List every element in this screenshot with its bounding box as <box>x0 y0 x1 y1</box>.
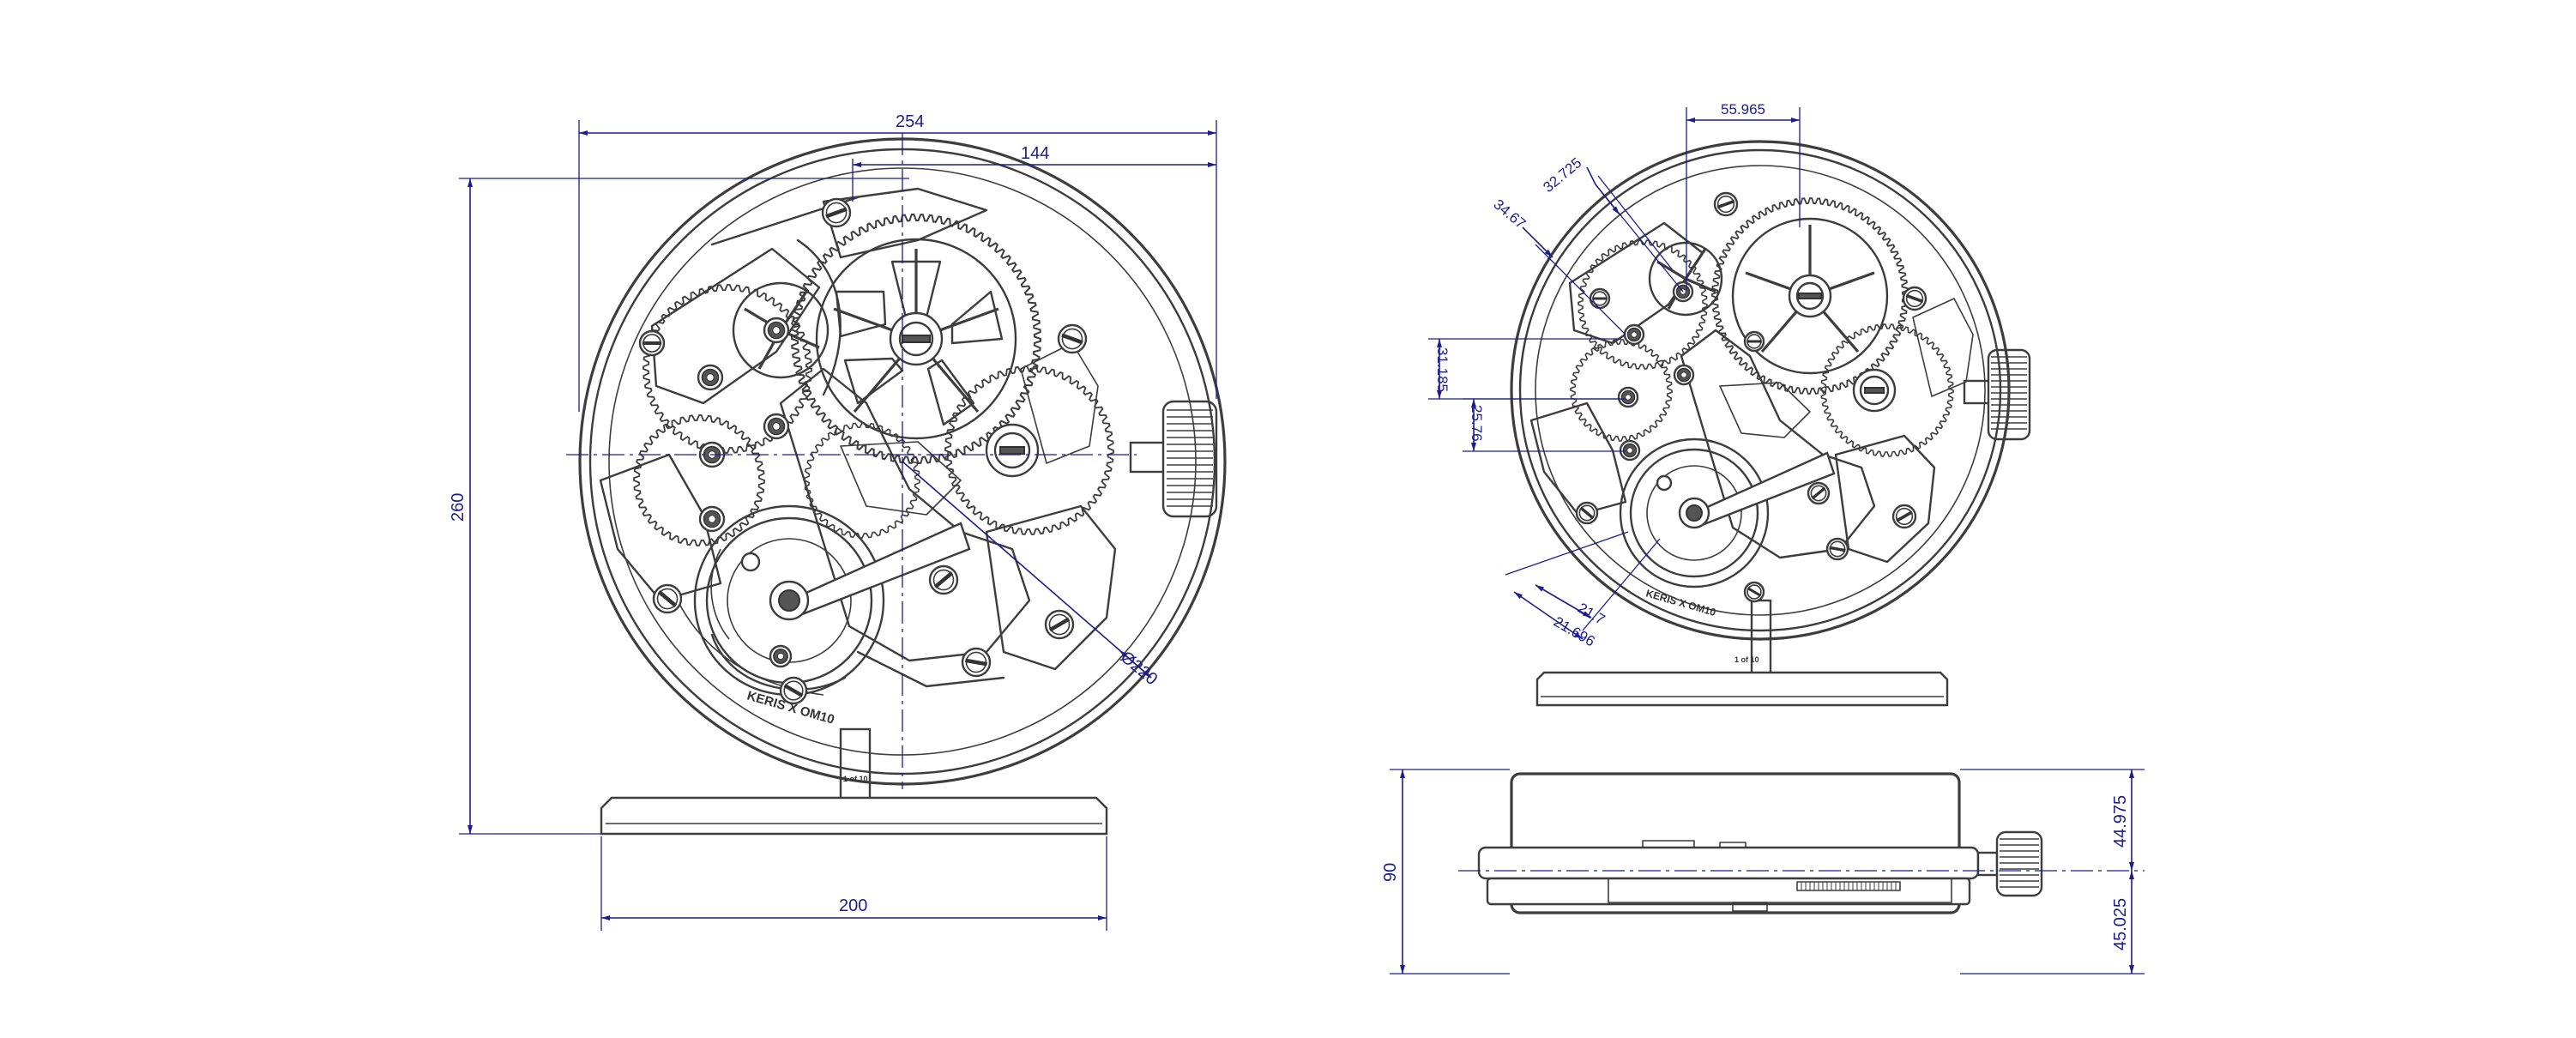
side-screws <box>1575 191 1927 603</box>
screw <box>961 647 992 678</box>
screw <box>1713 191 1739 217</box>
screw <box>779 676 808 705</box>
side-jewels <box>1617 281 1695 462</box>
dim-side-angle-b: 34.67 <box>1490 196 1529 232</box>
screw <box>928 564 959 595</box>
screw <box>652 583 683 614</box>
jewel <box>698 505 726 533</box>
dim-overall-height: 260 <box>449 493 468 522</box>
front-view: KERIS X OM10 1 of 10 <box>578 137 1227 836</box>
side-gear-train <box>1570 239 1954 457</box>
screws <box>638 197 1088 705</box>
screw <box>1825 537 1849 561</box>
dim-base-width: 200 <box>839 896 867 915</box>
dim-overall-width: 254 <box>896 112 924 131</box>
jewel <box>1619 439 1641 462</box>
dim-side-angle-a: 32.725 <box>1540 154 1584 196</box>
screw <box>1902 286 1927 311</box>
balance-wheel <box>693 504 971 697</box>
side-edition-text: 1 of 10 <box>1734 655 1759 664</box>
gear-train <box>633 281 1114 546</box>
screw <box>1575 501 1599 525</box>
jewel <box>763 413 790 440</box>
edition-text: 1 of 10 <box>843 775 868 783</box>
side-ratchet-wheel <box>1711 197 1909 395</box>
dim-bottom-upper: 44.975 <box>2111 795 2130 848</box>
dim-side-lower-a: 21.7 <box>1575 600 1608 628</box>
dim-side-v1: 31.185 <box>1434 347 1451 392</box>
screw <box>1743 581 1765 603</box>
bottom-view <box>1477 772 2043 914</box>
jewel <box>769 644 793 668</box>
side-engraving-text: KERIS X OM10 <box>1644 587 1717 619</box>
jewels <box>697 317 793 668</box>
jewel <box>697 364 724 391</box>
screw <box>1891 504 1917 529</box>
screw <box>1807 481 1831 505</box>
dim-crown-offset: 144 <box>1021 144 1049 163</box>
stand-post <box>839 727 872 801</box>
side-bridges <box>1529 221 1974 564</box>
dim-side-v2: 25.76 <box>1469 405 1485 442</box>
bottom-dimensions: 90 44.975 45.025 <box>1381 769 2145 975</box>
screw <box>1044 609 1075 640</box>
screw <box>638 329 666 357</box>
dim-bottom-height: 90 <box>1381 863 1400 882</box>
screw <box>821 197 852 228</box>
jewel <box>763 317 790 344</box>
base-plate <box>600 796 1108 836</box>
screw <box>1057 323 1088 354</box>
crown <box>1129 400 1218 518</box>
jewel <box>1623 323 1645 346</box>
screw <box>1589 287 1611 310</box>
side-balance-wheel <box>1619 438 1836 588</box>
dim-side-jewel-spacing: 55.965 <box>1721 101 1765 118</box>
screw <box>1743 330 1765 353</box>
side-stand: 1 of 10 <box>1535 599 1949 707</box>
jewel <box>1673 364 1695 386</box>
jewel <box>1617 386 1639 408</box>
dim-bottom-lower: 45.025 <box>2111 898 2130 950</box>
